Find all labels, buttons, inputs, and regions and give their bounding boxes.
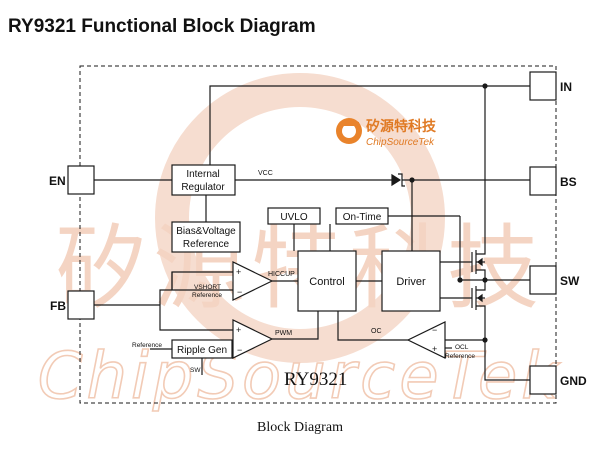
pwm-label: PWM — [275, 330, 292, 337]
low-side-mosfet-icon — [471, 280, 486, 318]
svg-text:−: − — [237, 345, 242, 355]
pin-gnd-box — [529, 365, 557, 395]
pwm-comparator-icon — [232, 319, 274, 359]
part-number: RY9321 — [284, 369, 347, 390]
driver-label: Driver — [396, 276, 426, 288]
pin-fb-box — [67, 290, 95, 320]
svg-text:+: + — [236, 267, 241, 277]
wire-fb-hiccup — [159, 289, 233, 305]
chipsourcetek-logo: 矽源特科技 ChipSourceTek — [336, 118, 437, 148]
pin-fb-label: FB — [50, 299, 66, 313]
pin-gnd-label: GND — [560, 374, 587, 388]
page-title: RY9321 Functional Block Diagram — [8, 16, 316, 37]
watermark-big-cn: 矽源特科技 — [55, 215, 545, 322]
pin-sw-box — [529, 265, 557, 295]
watermark: 矽源特科技 ChipSourceTek — [37, 73, 563, 415]
ocl-comparator-icon — [406, 321, 446, 359]
vcc-label: VCC — [258, 170, 273, 177]
logo-inner-icon — [342, 124, 356, 138]
figure-caption: Block Diagram — [257, 420, 343, 435]
uvlo-label: UVLO — [280, 212, 307, 223]
regulator-label-line2: Regulator — [181, 182, 225, 193]
svg-text:−: − — [237, 287, 242, 297]
bs-diode-icon — [391, 173, 402, 187]
ripple-sw-label: SW — [190, 367, 201, 374]
comparator-signs: + − + − − + — [236, 267, 437, 355]
ripple-gen-label: Ripple Gen — [177, 345, 227, 356]
svg-text:−: − — [432, 325, 437, 335]
wire-in — [209, 85, 530, 165]
pin-en-box — [67, 165, 95, 195]
logo-bar-icon — [343, 122, 359, 126]
pin-in-label: IN — [560, 80, 572, 94]
control-label: Control — [309, 276, 344, 288]
vshort-label-line2: Reference — [192, 292, 222, 299]
ripple-reference-label: Reference — [132, 342, 162, 349]
logo-cn-text: 矽源特科技 — [366, 118, 437, 135]
vshort-label-line1: VSHORT — [194, 284, 221, 291]
logo-en-text: ChipSourceTek — [366, 137, 435, 148]
ocl-label-line2: Reference — [445, 353, 475, 360]
pin-bs-box — [529, 166, 557, 196]
watermark-big-en: ChipSourceTek — [38, 340, 563, 414]
regulator-label-line1: Internal — [186, 169, 219, 180]
pin-sw-label: SW — [560, 274, 580, 288]
pin-in-box — [529, 71, 557, 101]
pin-bs-label: BS — [560, 175, 577, 189]
oc-label: OC — [371, 328, 382, 335]
internal-regulator-block — [171, 164, 236, 196]
on-time-label: On-Time — [343, 212, 382, 223]
svg-text:+: + — [236, 325, 241, 335]
hiccup-label: HICCUP — [268, 271, 295, 278]
bias-label-line2: Reference — [183, 239, 230, 250]
pin-en-label: EN — [49, 174, 66, 188]
driver-block — [381, 250, 441, 312]
svg-text:+: + — [432, 344, 437, 354]
wire-oc — [337, 311, 408, 341]
watermark-ring — [155, 73, 445, 363]
high-side-mosfet-icon — [471, 245, 486, 280]
wire-fb — [94, 304, 233, 331]
ic-boundary — [79, 65, 557, 404]
ocl-label-line1: OCL — [455, 344, 469, 351]
bias-label-line1: Bias&Voltage — [176, 226, 236, 237]
wire-pwm — [272, 311, 319, 340]
hiccup-comparator-icon — [232, 261, 274, 301]
